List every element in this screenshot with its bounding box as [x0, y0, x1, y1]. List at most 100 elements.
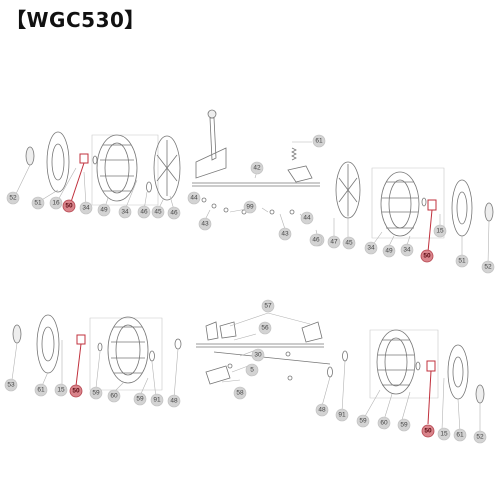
wheel-disc-inner: [456, 191, 468, 225]
wheel-disc: [447, 344, 469, 400]
callout-50: 50: [420, 249, 434, 263]
part-50-leader: [427, 370, 432, 425]
right-bracket: [287, 165, 313, 183]
spring: [291, 147, 297, 161]
callout-label: 59: [400, 422, 408, 429]
callout-label: 43: [201, 221, 209, 228]
callout-label: 46: [170, 210, 178, 217]
callout-label: 46: [140, 209, 148, 216]
callout-48: 48: [167, 394, 181, 408]
callout-99: 99: [243, 200, 257, 214]
callout-label: 58: [236, 390, 244, 397]
tire-tread: [115, 324, 141, 376]
callout-label: 56: [261, 325, 269, 332]
wheel-frame: [369, 329, 439, 399]
washer: [97, 342, 103, 352]
callout-15: 15: [437, 427, 451, 441]
callout-60: 60: [377, 416, 391, 430]
bolts: [227, 351, 293, 381]
leader-lines: [221, 312, 311, 383]
callout-34: 34: [79, 201, 93, 215]
part-50-box: [79, 153, 89, 164]
callout-label: 30: [254, 352, 262, 359]
model-title: 【WGC530】: [6, 8, 145, 32]
part-50-box: [426, 360, 436, 372]
callout-label: 52: [484, 264, 492, 271]
callout-48: 48: [315, 403, 329, 417]
bracket-plate: [219, 321, 237, 339]
hub-cap: [25, 146, 35, 166]
callout-label: 61: [37, 387, 45, 394]
callout-15: 15: [433, 224, 447, 238]
callout-59: 59: [397, 418, 411, 432]
callout-43: 43: [278, 227, 292, 241]
callout-57: 57: [261, 299, 275, 313]
callout-label: 15: [57, 387, 65, 394]
callout-50: 50: [69, 384, 83, 398]
washer: [415, 361, 421, 371]
hub-cap: [12, 324, 22, 344]
callout-46: 46: [167, 206, 181, 220]
callout-label: 50: [72, 388, 80, 395]
callout-44: 44: [187, 191, 201, 205]
tire-tread: [384, 337, 408, 387]
callout-label: 5: [250, 367, 254, 374]
callout-49: 49: [97, 203, 111, 217]
tire: [96, 134, 138, 202]
lever-knob: [207, 109, 217, 119]
washer: [342, 350, 348, 362]
bottom-right-wheel-assembly: [321, 329, 485, 433]
tire: [376, 329, 416, 395]
callout-45: 45: [342, 236, 356, 250]
callout-label: 91: [153, 397, 161, 404]
hub-cap: [484, 202, 494, 222]
callout-label: 51: [458, 258, 466, 265]
callout-label: 43: [281, 231, 289, 238]
callout-52: 52: [473, 430, 487, 444]
callout-label: 59: [92, 390, 100, 397]
callout-34: 34: [364, 241, 378, 255]
callout-91: 91: [150, 393, 164, 407]
callout-59: 59: [356, 414, 370, 428]
callout-52: 52: [481, 260, 495, 274]
callout-91: 91: [335, 408, 349, 422]
wheel-disc-inner: [51, 143, 65, 181]
part-50-box: [427, 199, 437, 211]
wheel-disc-inner: [452, 356, 464, 388]
callout-46: 46: [137, 205, 151, 219]
callout-label: 46: [312, 237, 320, 244]
wheel-disc: [46, 131, 70, 193]
part-50-box: [76, 334, 86, 345]
callout-50: 50: [421, 424, 435, 438]
tread-lines: [382, 181, 418, 229]
callout-43: 43: [198, 217, 212, 231]
callout-label: 34: [403, 247, 411, 254]
callout-53: 53: [4, 378, 18, 392]
callout-56: 56: [258, 321, 272, 335]
part-50-leader: [75, 343, 82, 387]
callout-60: 60: [107, 389, 121, 403]
leader-lines: [321, 360, 481, 433]
callout-label: 50: [423, 253, 431, 260]
bottom-left-wheel-assembly: [11, 314, 182, 399]
callout-label: 48: [318, 407, 326, 414]
callout-label: 61: [315, 138, 323, 145]
wheel-disc: [36, 314, 60, 374]
washer: [146, 181, 152, 193]
tire: [380, 171, 420, 237]
callout-label: 49: [385, 248, 393, 255]
washer: [421, 197, 427, 207]
callout-label: 34: [121, 209, 129, 216]
callout-label: 61: [456, 432, 464, 439]
callout-61: 61: [453, 428, 467, 442]
leader-lines: [11, 340, 179, 399]
callout-label: 45: [345, 240, 353, 247]
callout-label: 60: [380, 420, 388, 427]
callout-50: 50: [62, 199, 76, 213]
wheel-disc-inner: [41, 326, 55, 362]
callout-label: 15: [440, 431, 448, 438]
callout-label: 52: [9, 195, 17, 202]
lever-bracket: [195, 147, 227, 179]
callout-16: 16: [49, 196, 63, 210]
